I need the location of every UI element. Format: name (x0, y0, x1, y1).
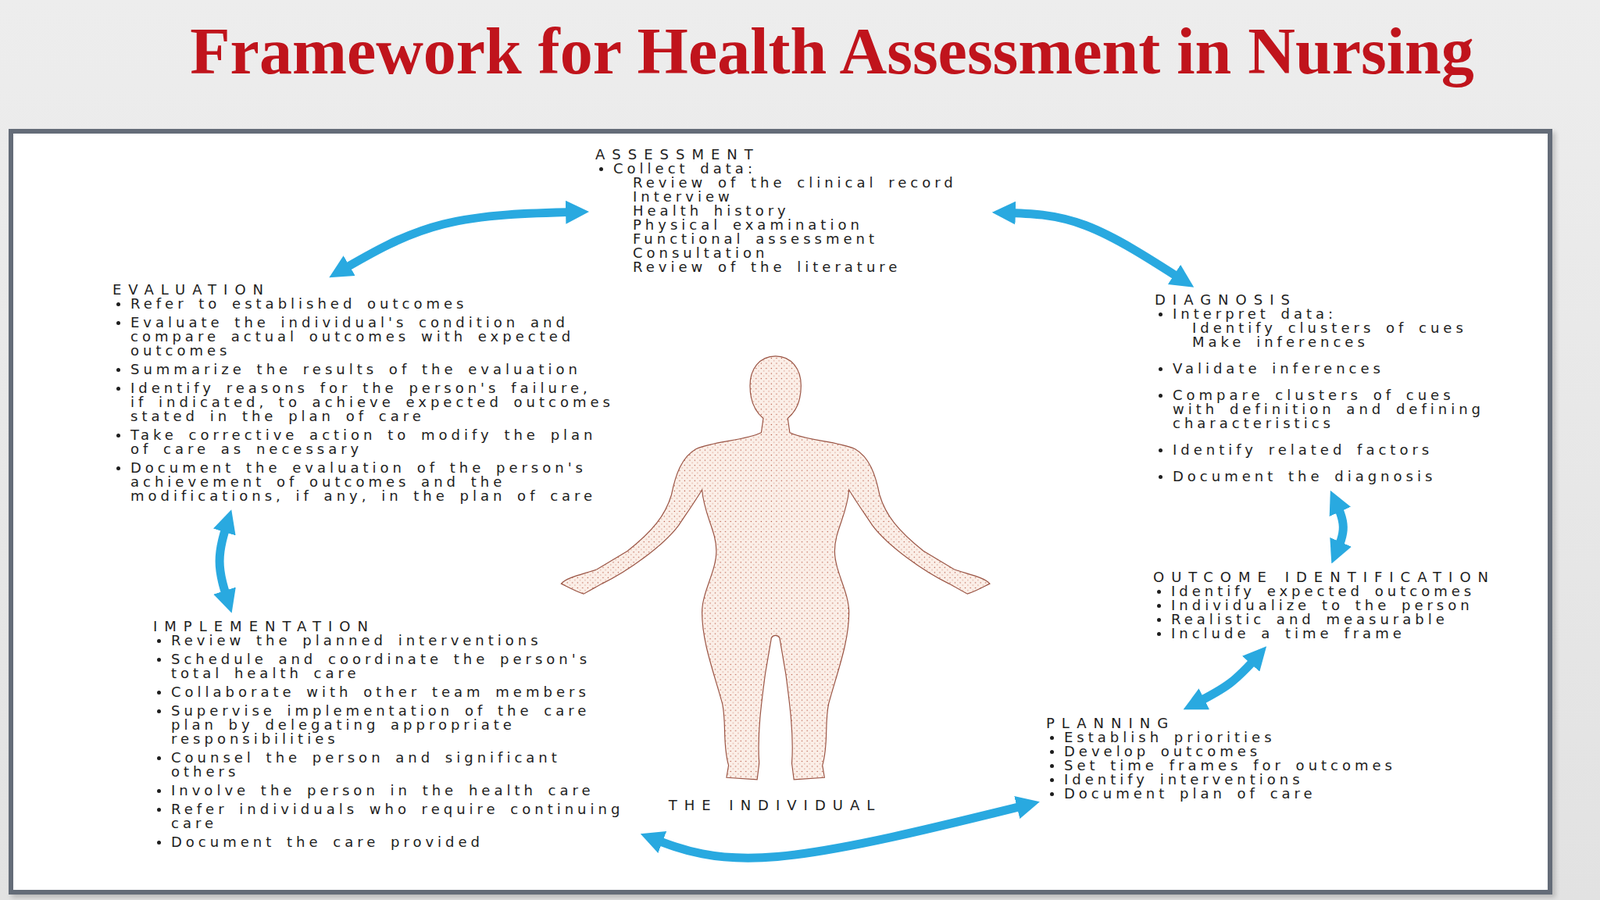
phase-heading: PLANNING (1046, 716, 1433, 731)
silhouette-stipple (560, 356, 990, 780)
bullet-text: Identify interventions (1064, 772, 1433, 787)
bullet-text: Individualize to the person (1171, 598, 1529, 613)
phase-heading: DIAGNOSIS (1154, 292, 1495, 308)
slide-title: Framework for Health Assessment in Nursi… (189, 15, 1474, 88)
bullet-text: Collaborate with other team members (171, 685, 634, 700)
bullet-text: Document the evaluation of the person's … (130, 460, 618, 504)
phase-block: EVALUATIONRefer to established outcomesE… (106, 276, 624, 510)
bullet-text: Collect data: (613, 161, 986, 176)
sub-item-text: Physical examination (632, 217, 986, 233)
bullet-text: Identify reasons for the person's failur… (130, 381, 618, 424)
bullet-text: Take corrective action to modify the pla… (130, 428, 618, 457)
bullet-text: Document plan of care (1064, 786, 1433, 801)
cycle-arrow (1003, 212, 1186, 282)
sub-item-text: Make inferences (1192, 335, 1495, 350)
phase-block: IMPLEMENTATIONReview the planned interve… (146, 613, 640, 856)
bullet-text: Review the planned interventions (171, 633, 634, 648)
bullet-text: Refer individuals who require continuing… (171, 802, 634, 831)
bullet-text: Identify related factors (1172, 442, 1495, 458)
phase-block: DIAGNOSISInterpret data:Identify cluster… (1148, 286, 1501, 490)
bullet-text: Evaluate the individual's condition and … (130, 315, 618, 358)
phase-heading: ASSESSMENT (595, 147, 986, 162)
cycle-arrow (1192, 654, 1260, 705)
bullet-text: Interpret data: (1172, 307, 1495, 322)
bullet-text: Schedule and coordinate the person's tot… (171, 652, 634, 681)
phase-heading: EVALUATION (112, 282, 618, 297)
bullet-text: Validate inferences (1172, 361, 1495, 376)
sub-item-text: Consultation (632, 246, 986, 261)
sub-item-text: Interview (632, 189, 986, 204)
bullet-text: Summarize the results of the evaluation (130, 362, 618, 377)
phase-heading: OUTCOME IDENTIFICATION (1153, 570, 1529, 585)
bullet-text: Establish priorities (1064, 730, 1433, 745)
cycle-arrow (338, 211, 579, 272)
cycle-arrow (219, 520, 229, 604)
bullet-text: Supervise implementation of the care pla… (171, 703, 634, 747)
bullet-text: Realistic and measurable (1171, 612, 1529, 627)
bullet-text: Refer to established outcomes (130, 296, 618, 311)
sub-item-text: Identify clusters of cues (1192, 321, 1495, 336)
sub-item-text: Health history (632, 203, 986, 218)
cycle-arrow (1335, 500, 1344, 554)
phase-heading: IMPLEMENTATION (153, 619, 634, 634)
bullet-text: Involve the person in the health care (171, 783, 634, 798)
bullet-text: Identify expected outcomes (1171, 584, 1529, 599)
bullet-text: Include a time frame (1171, 626, 1529, 641)
bullet-text: Document the diagnosis (1172, 469, 1495, 484)
sub-item-text: Functional assessment (632, 232, 986, 247)
phase-block: PLANNINGEstablish prioritiesDevelop outc… (1039, 710, 1440, 808)
human-silhouette (560, 356, 990, 780)
bullet-text: Develop outcomes (1064, 744, 1433, 759)
sub-item-text: Review of the clinical record (632, 175, 986, 190)
bullet-text: Compare clusters of cues with definition… (1172, 388, 1495, 431)
sub-item-text: Review of the literature (632, 260, 986, 275)
bullet-text: Document the care provided (171, 835, 634, 850)
phase-block: ASSESSMENTCollect data:Review of the cli… (589, 141, 993, 281)
bullet-text: Counsel the person and significant other… (171, 750, 634, 779)
bullet-text: Set time frames for outcomes (1064, 758, 1433, 773)
figure-label: THE INDIVIDUAL (668, 798, 883, 813)
phase-block: OUTCOME IDENTIFICATIONIdentify expected … (1146, 564, 1535, 647)
